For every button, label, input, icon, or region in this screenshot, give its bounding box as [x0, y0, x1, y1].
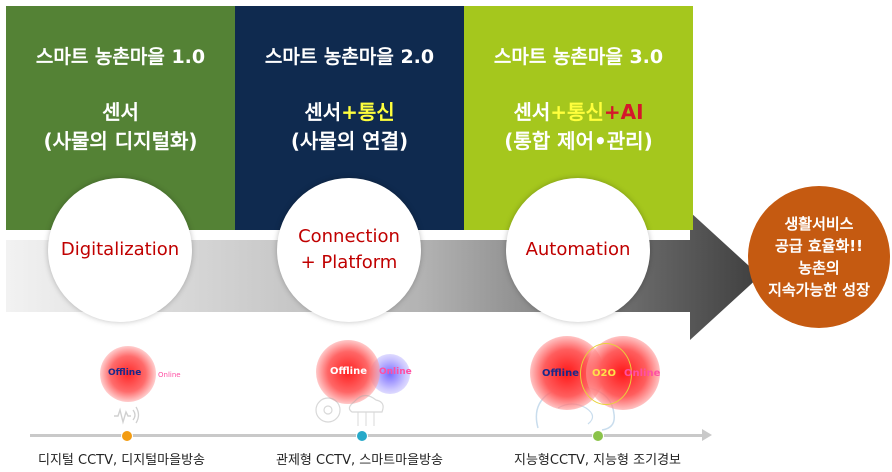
stage-line2: (통합 제어•관리) [504, 129, 653, 153]
stage-line1-ai: +AI [603, 100, 644, 124]
timeline-dot-2 [356, 430, 368, 442]
stage-line2: (사물의 연결) [290, 129, 409, 153]
goal-line: 생활서비스 [784, 215, 854, 233]
stage-title: 스마트 농촌마을 1.0 [35, 46, 206, 68]
timeline-dot-1 [121, 430, 133, 442]
goal-line: 농촌의 [798, 259, 840, 277]
timeline-arrowhead [702, 429, 712, 441]
stage-description: 센서 (사물의 디지털화) [6, 98, 235, 156]
online-label: Online [158, 371, 181, 379]
keyword-circle-digitalization: Digitalization [48, 178, 192, 322]
stage-line1-comm: +통신 [550, 100, 604, 124]
timeline-line [30, 434, 706, 437]
circle-label: Automation [525, 239, 631, 260]
offline-label: Offline [330, 366, 367, 377]
circle-label: Connection [298, 226, 400, 247]
timeline-caption-1: 디지털 CCTV, 디지털마을방송 [38, 453, 205, 468]
stage-description: 센서+통신+AI (통합 제어•관리) [464, 98, 693, 156]
online-label: Online [379, 367, 412, 377]
stage-line1: 센서 [304, 100, 342, 124]
stage-panel-3: 스마트 농촌마을 3.0 센서+통신+AI (통합 제어•관리) [464, 6, 693, 230]
stage-line1-comm: +통신 [341, 100, 395, 124]
keyword-circle-automation: Automation [506, 178, 650, 322]
stage-panel-1: 스마트 농촌마을 1.0 센서 (사물의 디지털화) [6, 6, 235, 230]
offline-label: Offline [542, 368, 579, 379]
circle-label: + Platform [300, 252, 398, 273]
goal-line: 지속가능한 성장 [768, 281, 870, 299]
timeline-caption-3: 지능형CCTV, 지능형 조기경보 [514, 453, 681, 468]
stage-panel-2: 스마트 농촌마을 2.0 센서+통신 (사물의 연결) [235, 6, 464, 230]
stage-line1: 센서 [102, 100, 139, 124]
stage-title: 스마트 농촌마을 3.0 [493, 46, 664, 68]
timeline-caption-2: 관제형 CCTV, 스마트마을방송 [276, 453, 443, 468]
stage-title: 스마트 농촌마을 2.0 [264, 46, 435, 68]
keyword-circle-connection: Connection + Platform [277, 178, 421, 322]
goal-line: 공급 효율화!! [775, 237, 863, 255]
goal-circle: 생활서비스 공급 효율화!! 농촌의 지속가능한 성장 [748, 186, 890, 328]
timeline-dot-3 [592, 430, 604, 442]
stage-line1: 센서 [513, 100, 551, 124]
stage-line2: (사물의 디지털화) [43, 129, 198, 153]
network-sketch-icon [315, 394, 384, 426]
signal-icon [114, 406, 140, 425]
stage-description: 센서+통신 (사물의 연결) [235, 98, 464, 156]
online-label: Online [624, 368, 661, 379]
offline-label: Offline [108, 368, 142, 378]
circle-label: Digitalization [60, 239, 180, 260]
o2o-label: O2O [592, 368, 616, 379]
